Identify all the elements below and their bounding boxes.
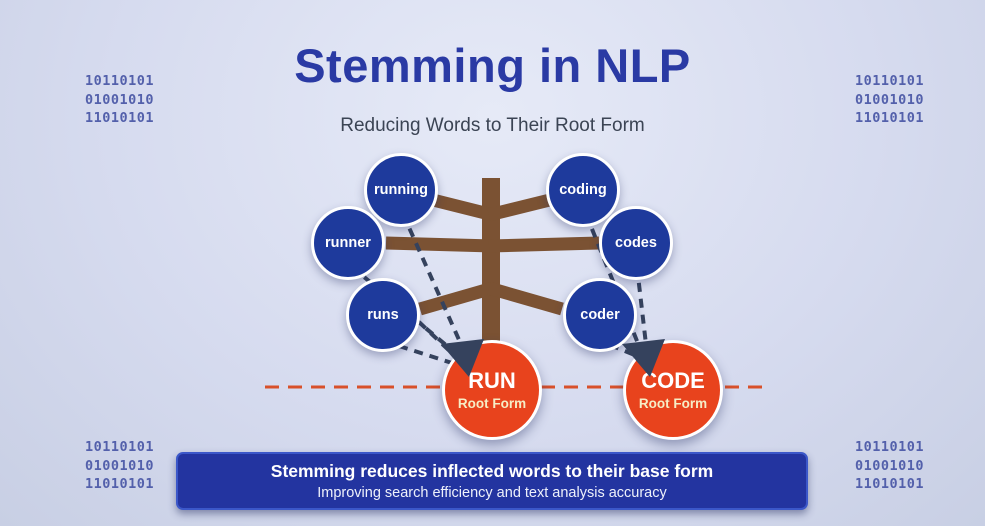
connector-runs-to-run: [417, 320, 459, 360]
connector-runs-to-run-2: [398, 344, 453, 365]
root-node-code: CODE Root Form: [623, 340, 723, 440]
word-node-label: codes: [615, 235, 657, 251]
root-word: RUN: [468, 368, 516, 393]
word-node-label: coder: [580, 307, 620, 323]
summary-banner: Stemming reduces inflected words to thei…: [176, 452, 808, 510]
word-node-runs: runs: [346, 278, 420, 352]
root-form-label: Root Form: [638, 396, 708, 411]
word-node-label: running: [374, 182, 428, 198]
word-node-running: running: [364, 153, 438, 227]
binary-decoration-top-left: 10110101 01001010 11010101: [85, 73, 155, 126]
tree-trunk: [482, 178, 500, 353]
root-node-run: RUN Root Form: [442, 340, 542, 440]
branch-right-lower: [487, 281, 564, 316]
word-node-label: runs: [367, 307, 399, 323]
word-node-runner: runner: [311, 206, 385, 280]
page-title: Stemming in NLP: [294, 39, 691, 92]
word-node-label: coding: [559, 182, 607, 198]
word-node-label: runner: [325, 235, 371, 251]
binary-decoration-bottom-left: 10110101 01001010 11010101: [85, 439, 155, 492]
banner-subline: Improving search efficiency and text ana…: [317, 485, 667, 501]
banner-headline: Stemming reduces inflected words to thei…: [270, 461, 714, 481]
root-word: CODE: [641, 368, 705, 393]
word-node-codes: codes: [599, 206, 673, 280]
word-node-coder: coder: [563, 278, 637, 352]
binary-decoration-top-right: 10110101 01001010 11010101: [855, 73, 925, 126]
branch-left-middle: [385, 236, 494, 253]
root-form-label: Root Form: [457, 396, 527, 411]
page-subtitle: Reducing Words to Their Root Form: [340, 115, 645, 136]
binary-decoration-bottom-right: 10110101 01001010 11010101: [855, 439, 925, 492]
branch-left-lower: [418, 281, 495, 316]
branch-right-middle: [488, 236, 600, 253]
